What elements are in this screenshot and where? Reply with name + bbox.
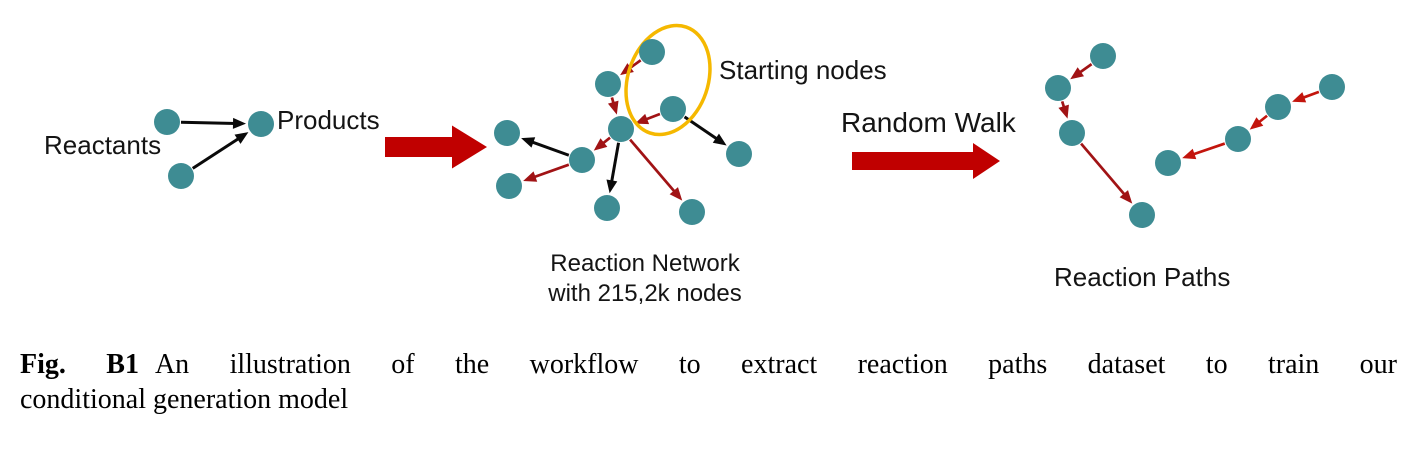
network-label-line2: with 215,2k nodes <box>548 280 742 307</box>
edge-arrowhead <box>607 100 619 115</box>
edge-line <box>609 142 621 184</box>
graph-node <box>496 173 522 199</box>
edge-arrowhead <box>606 179 618 194</box>
block-arrow <box>852 143 1000 179</box>
edge-arrowhead <box>1292 92 1307 103</box>
edge-arrowhead <box>521 137 536 148</box>
edge-line <box>1300 90 1320 100</box>
graph-node <box>594 195 620 221</box>
graph-node <box>569 147 595 173</box>
edge-arrowhead <box>523 171 538 182</box>
graph-node <box>639 39 665 65</box>
graph-node <box>1059 120 1085 146</box>
random-walk-label: Random Walk <box>841 107 1016 138</box>
edge-arrowhead <box>1070 67 1085 80</box>
starting-nodes-label: Starting nodes <box>719 55 887 85</box>
graph-node <box>1155 150 1181 176</box>
edge-line <box>180 120 237 125</box>
caption-text: An illustration of the workflow to extra… <box>154 349 1397 380</box>
edge-arrowhead <box>1119 190 1133 204</box>
starting-nodes-ellipse <box>624 23 712 137</box>
caption-tag: Fig. B1 <box>20 349 139 380</box>
graph-node <box>1319 74 1345 100</box>
network-label: Reaction Network with 215,2k nodes <box>494 249 796 309</box>
edge-arrowhead <box>234 132 249 144</box>
graph-node <box>608 116 634 142</box>
graph-node <box>248 111 274 137</box>
edge-arrowhead <box>1249 117 1264 130</box>
edge-line <box>532 163 570 179</box>
graph-node <box>679 199 705 225</box>
edge-line <box>191 136 241 170</box>
edge-line <box>1191 142 1226 157</box>
graph-node <box>1045 75 1071 101</box>
graph-node <box>660 96 686 122</box>
edge-arrowhead <box>1182 148 1197 160</box>
graph-node <box>595 71 621 97</box>
edge-arrowhead <box>1058 104 1069 119</box>
diagram-svg <box>154 23 1345 228</box>
block-arrow <box>385 125 487 169</box>
graph-node <box>1090 43 1116 69</box>
edge-arrowhead <box>712 133 727 146</box>
graph-node <box>726 141 752 167</box>
graph-node <box>1265 94 1291 120</box>
figure-caption: Fig. B1 An illustration of the workflow t… <box>20 347 1397 417</box>
edge-arrowhead <box>232 117 247 129</box>
caption-line-1: Fig. B1 An illustration of the workflow t… <box>20 347 1397 382</box>
graph-node <box>494 120 520 146</box>
reactants-label: Reactants <box>44 130 162 160</box>
network-label-line1: Reaction Network <box>550 250 740 277</box>
caption-line-2: conditional generation model <box>20 384 349 415</box>
edge-arrowhead <box>635 113 650 125</box>
edge-line <box>1080 142 1127 197</box>
edge-line <box>629 138 677 194</box>
edge-arrowhead <box>593 138 608 151</box>
graph-node <box>1225 126 1251 152</box>
edge-arrowhead <box>620 63 634 76</box>
reaction-paths-label: Reaction Paths <box>1054 262 1231 292</box>
graph-node <box>168 163 194 189</box>
products-label: Products <box>277 105 380 135</box>
graph-node <box>154 109 180 135</box>
graph-node <box>1129 202 1155 228</box>
edge-arrowhead <box>669 187 683 201</box>
edge-line <box>530 140 570 157</box>
